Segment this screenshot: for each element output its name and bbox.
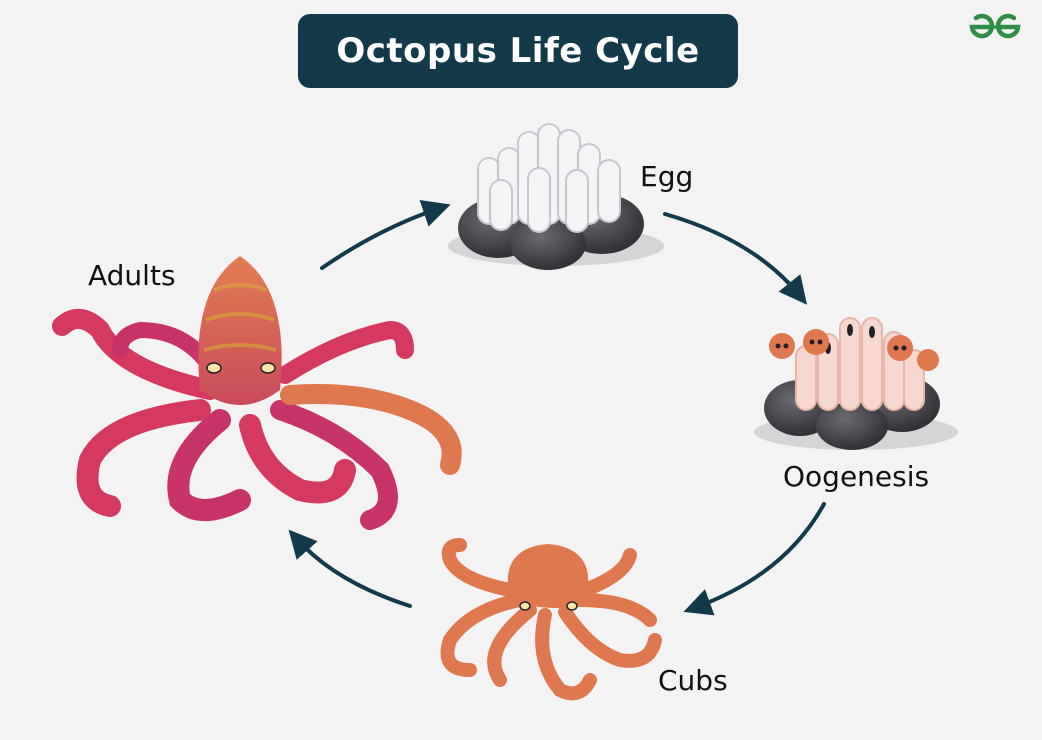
stage-label-adults: Adults xyxy=(88,259,176,292)
arrow-cubs-to-adults xyxy=(288,529,412,608)
oogenesis-illustration xyxy=(754,317,958,450)
arrow-oogenesis-to-cubs xyxy=(683,502,826,616)
stage-label-egg: Egg xyxy=(640,160,694,193)
egg-cluster-illustration xyxy=(448,123,664,270)
stage-label-cubs: Cubs xyxy=(658,664,728,697)
gfg-logo-icon xyxy=(969,13,1021,39)
arrow-egg-to-oogenesis xyxy=(663,212,808,305)
cub-octopus-illustration xyxy=(440,538,662,701)
cycle-arrows xyxy=(288,200,826,616)
stage-label-oogenesis: Oogenesis xyxy=(783,460,930,493)
arrow-adults-to-egg xyxy=(320,200,451,270)
diagram-title: Octopus Life Cycle xyxy=(336,31,700,71)
title-banner: Octopus Life Cycle xyxy=(298,14,738,88)
adult-octopus-illustration xyxy=(52,256,462,530)
